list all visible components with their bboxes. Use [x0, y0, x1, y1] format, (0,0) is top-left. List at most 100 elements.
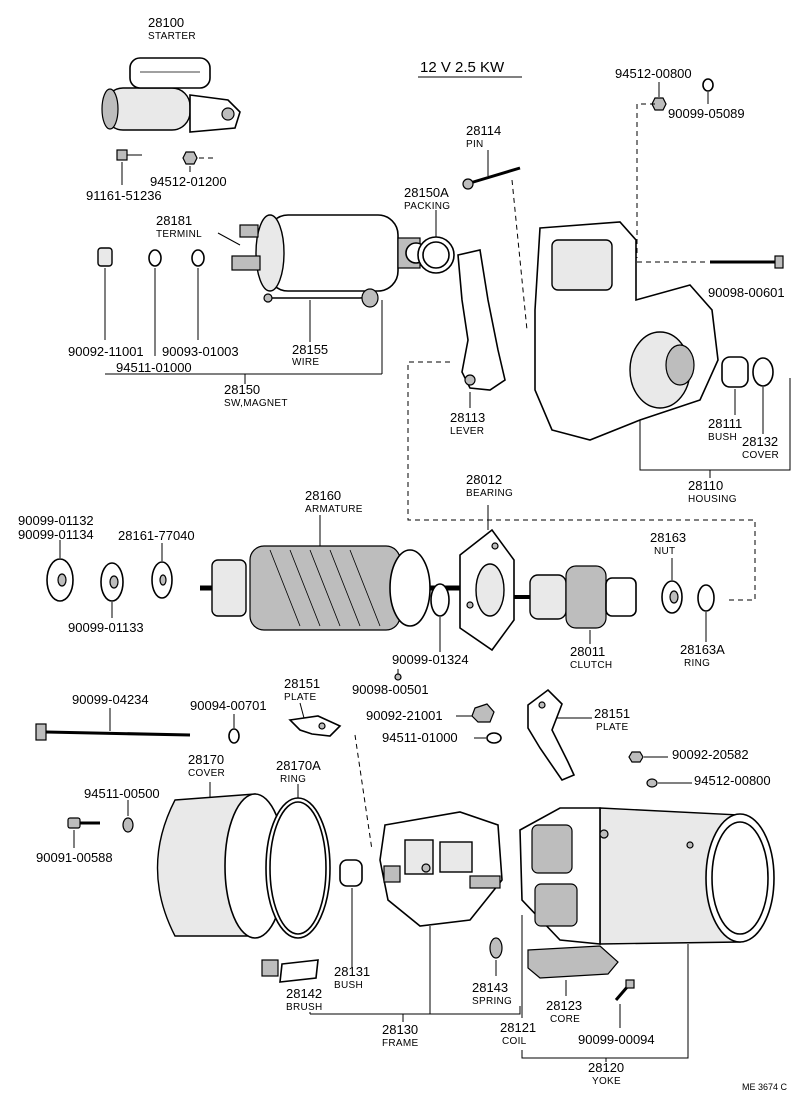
starter-nose: [189, 94, 241, 133]
bolt-90099-04234: [35, 708, 191, 741]
label-90099-05089: 90099-05089: [668, 106, 745, 121]
label-28163-name: NUT: [654, 546, 675, 557]
label-28150A-num: 28150A: [404, 185, 449, 200]
clutch-28011: [514, 565, 637, 644]
wire-28155: [263, 288, 379, 342]
label-28132-num: 28132: [742, 434, 778, 449]
yoke-28120: [519, 807, 775, 945]
spring-28143: [489, 937, 503, 976]
label-28170A-num: 28170A: [276, 758, 321, 773]
label-28150-num: 28150: [224, 382, 260, 397]
label-28160-num: 28160: [305, 488, 341, 503]
bolt-90098-00601: [637, 255, 784, 269]
label-28110-num: 28110: [688, 478, 723, 493]
washer-94511-01000-a: [148, 249, 162, 356]
label-90094-00701: 90094-00701: [190, 698, 267, 713]
magnet-switch-drawing: [231, 214, 427, 292]
washer-94511-00500: [122, 800, 134, 833]
label-28161-77040: 28161-77040: [118, 528, 195, 543]
label-28123-num: 28123: [546, 998, 582, 1013]
label-90092-11001: 90092-11001: [68, 344, 144, 359]
label-91161-51236: 91161-51236: [86, 188, 162, 203]
label-28155-name: WIRE: [292, 357, 319, 368]
nut-90092-20582: [628, 751, 668, 763]
label-90099-01133: 90099-01133: [68, 620, 144, 635]
label-28170A-name: RING: [280, 774, 306, 785]
label-28143-name: SPRING: [472, 996, 512, 1007]
nut-90092-11001: [97, 247, 113, 340]
label-28142-num: 28142: [286, 986, 322, 1001]
core-28123: [527, 945, 619, 996]
housing-28110: [534, 221, 719, 441]
label-94512-00800-b: 94512-00800: [694, 773, 771, 788]
label-90099-01132: 90099-01132: [18, 513, 94, 528]
plate-28151-left: [288, 702, 342, 737]
label-94511-01000-a: 94511-01000: [116, 360, 192, 375]
label-90098-00601: 90098-00601: [708, 285, 785, 300]
washer-90099-01133: [100, 562, 124, 618]
label-28113-name: LEVER: [450, 426, 484, 437]
bush-28131: [339, 859, 363, 968]
label-28121-num: 28121: [500, 1020, 536, 1035]
label-28151-b-num: 28151: [594, 706, 630, 721]
plate-28151-right: [527, 688, 592, 781]
lever-28113: [457, 249, 506, 408]
label-28131-name: BUSH: [334, 980, 363, 991]
label-28123-name: CORE: [550, 1014, 580, 1025]
label-90091-00588: 90091-00588: [36, 850, 113, 865]
washer-90094-00701: [228, 714, 240, 744]
figure-code: ME 3674 C: [742, 1082, 788, 1092]
label-28100-name: STARTER: [148, 31, 196, 42]
label-94512-00800-a: 94512-00800: [615, 66, 692, 81]
label-28012-num: 28012: [466, 472, 502, 487]
label-28170-name: COVER: [188, 768, 225, 779]
label-28131-num: 28131: [334, 964, 370, 979]
label-90093-01003: 90093-01003: [162, 344, 239, 359]
label-28163A-num: 28163A: [680, 642, 725, 657]
bolt-91161-51236: [116, 149, 142, 185]
nut-94512-00800-a: [651, 82, 667, 111]
armature-28160: [200, 515, 470, 631]
screw-90098-00501: [394, 668, 402, 681]
label-28114-num: 28114: [466, 123, 501, 138]
label-90099-01324: 90099-01324: [392, 652, 469, 667]
starter-pinion: [221, 107, 235, 121]
label-28130-name: FRAME: [382, 1038, 419, 1049]
label-28150-name: SW,MAGNET: [224, 398, 288, 409]
label-28151-a-name: PLATE: [284, 692, 316, 703]
bearing-28012: [459, 505, 515, 652]
label-28012-name: BEARING: [466, 488, 513, 499]
label-28130-num: 28130: [382, 1022, 418, 1037]
label-28120-num: 28120: [588, 1060, 624, 1075]
switch-terminal-top: [239, 224, 259, 238]
label-28150A-name: PACKING: [404, 201, 450, 212]
ring-90099-01324: [430, 583, 450, 652]
cover-28132: [752, 357, 774, 434]
ring-28170A: [265, 784, 331, 939]
label-90099-00094: 90099-00094: [578, 1032, 655, 1047]
washer-28161-77040: [151, 543, 173, 599]
label-28132-name: COVER: [742, 450, 779, 461]
label-28011-num: 28011: [570, 644, 605, 659]
starter-end-cap: [101, 88, 119, 130]
label-28120-name: YOKE: [592, 1076, 621, 1087]
label-90092-20582: 90092-20582: [672, 747, 749, 762]
packing-28150A: [417, 210, 455, 274]
label-28151-a-num: 28151: [284, 676, 320, 691]
pin-28114: [462, 150, 521, 190]
label-90098-00501: 90098-00501: [352, 682, 429, 697]
label-28110-name: HOUSING: [688, 494, 737, 505]
label-28011-name: CLUTCH: [570, 660, 612, 671]
label-28113-num: 28113: [450, 410, 485, 425]
spec-text: 12 V 2.5 KW: [420, 59, 505, 76]
label-28142-name: BRUSH: [286, 1002, 323, 1013]
label-90099-04234: 90099-04234: [72, 692, 149, 707]
label-94512-01200: 94512-01200: [150, 174, 227, 189]
screw-90091-00588: [67, 817, 100, 848]
nut-28163: [661, 558, 683, 614]
washer-94511-01000-b: [474, 732, 502, 744]
label-28114-name: PIN: [466, 139, 484, 150]
label-90099-01134: 90099-01134: [18, 527, 94, 542]
starter-solenoid: [129, 57, 211, 89]
